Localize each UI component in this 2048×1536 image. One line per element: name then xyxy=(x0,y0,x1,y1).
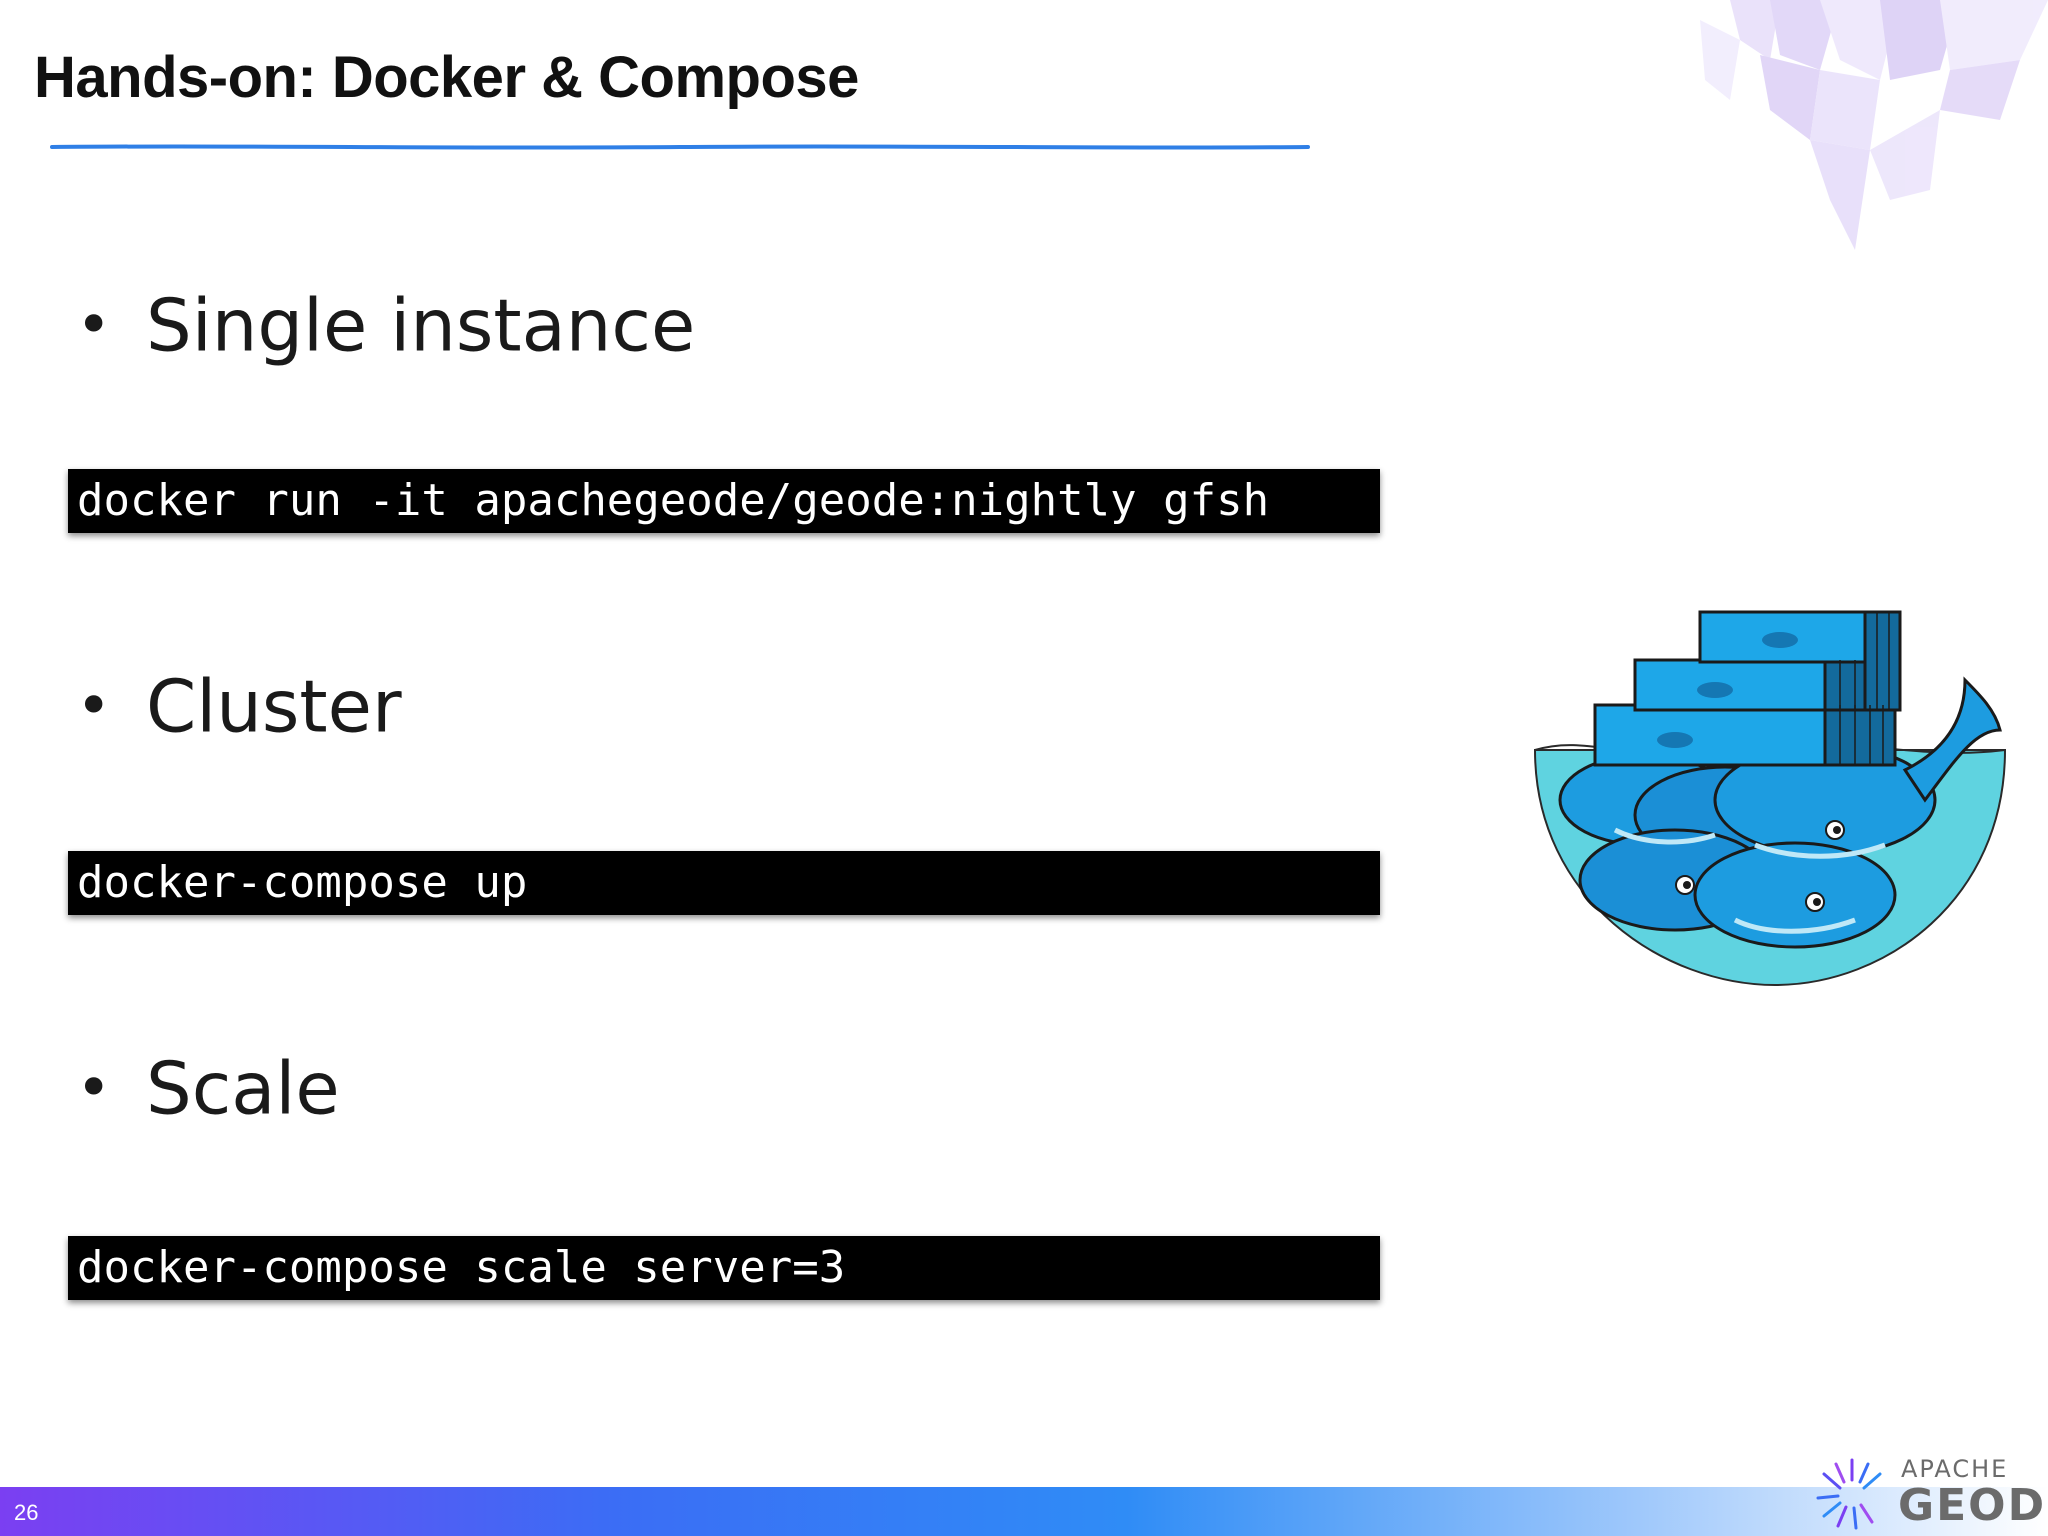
bullet-label: Cluster xyxy=(146,664,402,749)
bullet-label: Scale xyxy=(146,1046,340,1131)
logo-text-geode: GEODE xyxy=(1898,1480,2048,1531)
bullet-dot-icon: • xyxy=(76,671,112,742)
bullet-dot-icon: • xyxy=(76,1053,112,1124)
bullet-item-single-instance: • Single instance xyxy=(76,278,695,367)
code-block-single-instance: docker run -it apachegeode/geode:nightly… xyxy=(68,469,1380,533)
crystal-decoration-icon xyxy=(1700,0,2048,250)
footer-gradient-bar xyxy=(0,1487,2048,1536)
title-underline xyxy=(50,144,1310,150)
code-block-scale: docker-compose scale server=3 xyxy=(68,1236,1380,1300)
logo-text-apache: APACHE xyxy=(1901,1455,2009,1483)
bullet-dot-icon: • xyxy=(76,290,112,361)
bullet-label: Single instance xyxy=(146,283,696,368)
slide-title: Hands-on: Docker & Compose xyxy=(34,45,859,110)
bullet-item-scale: • Scale xyxy=(76,1041,340,1130)
code-block-cluster: docker-compose up xyxy=(68,851,1380,915)
page-number: 26 xyxy=(14,1500,39,1525)
bullet-item-cluster: • Cluster xyxy=(76,659,402,748)
apache-geode-logo-icon xyxy=(1816,1458,1882,1530)
docker-whales-illustration-icon xyxy=(1533,610,2007,987)
